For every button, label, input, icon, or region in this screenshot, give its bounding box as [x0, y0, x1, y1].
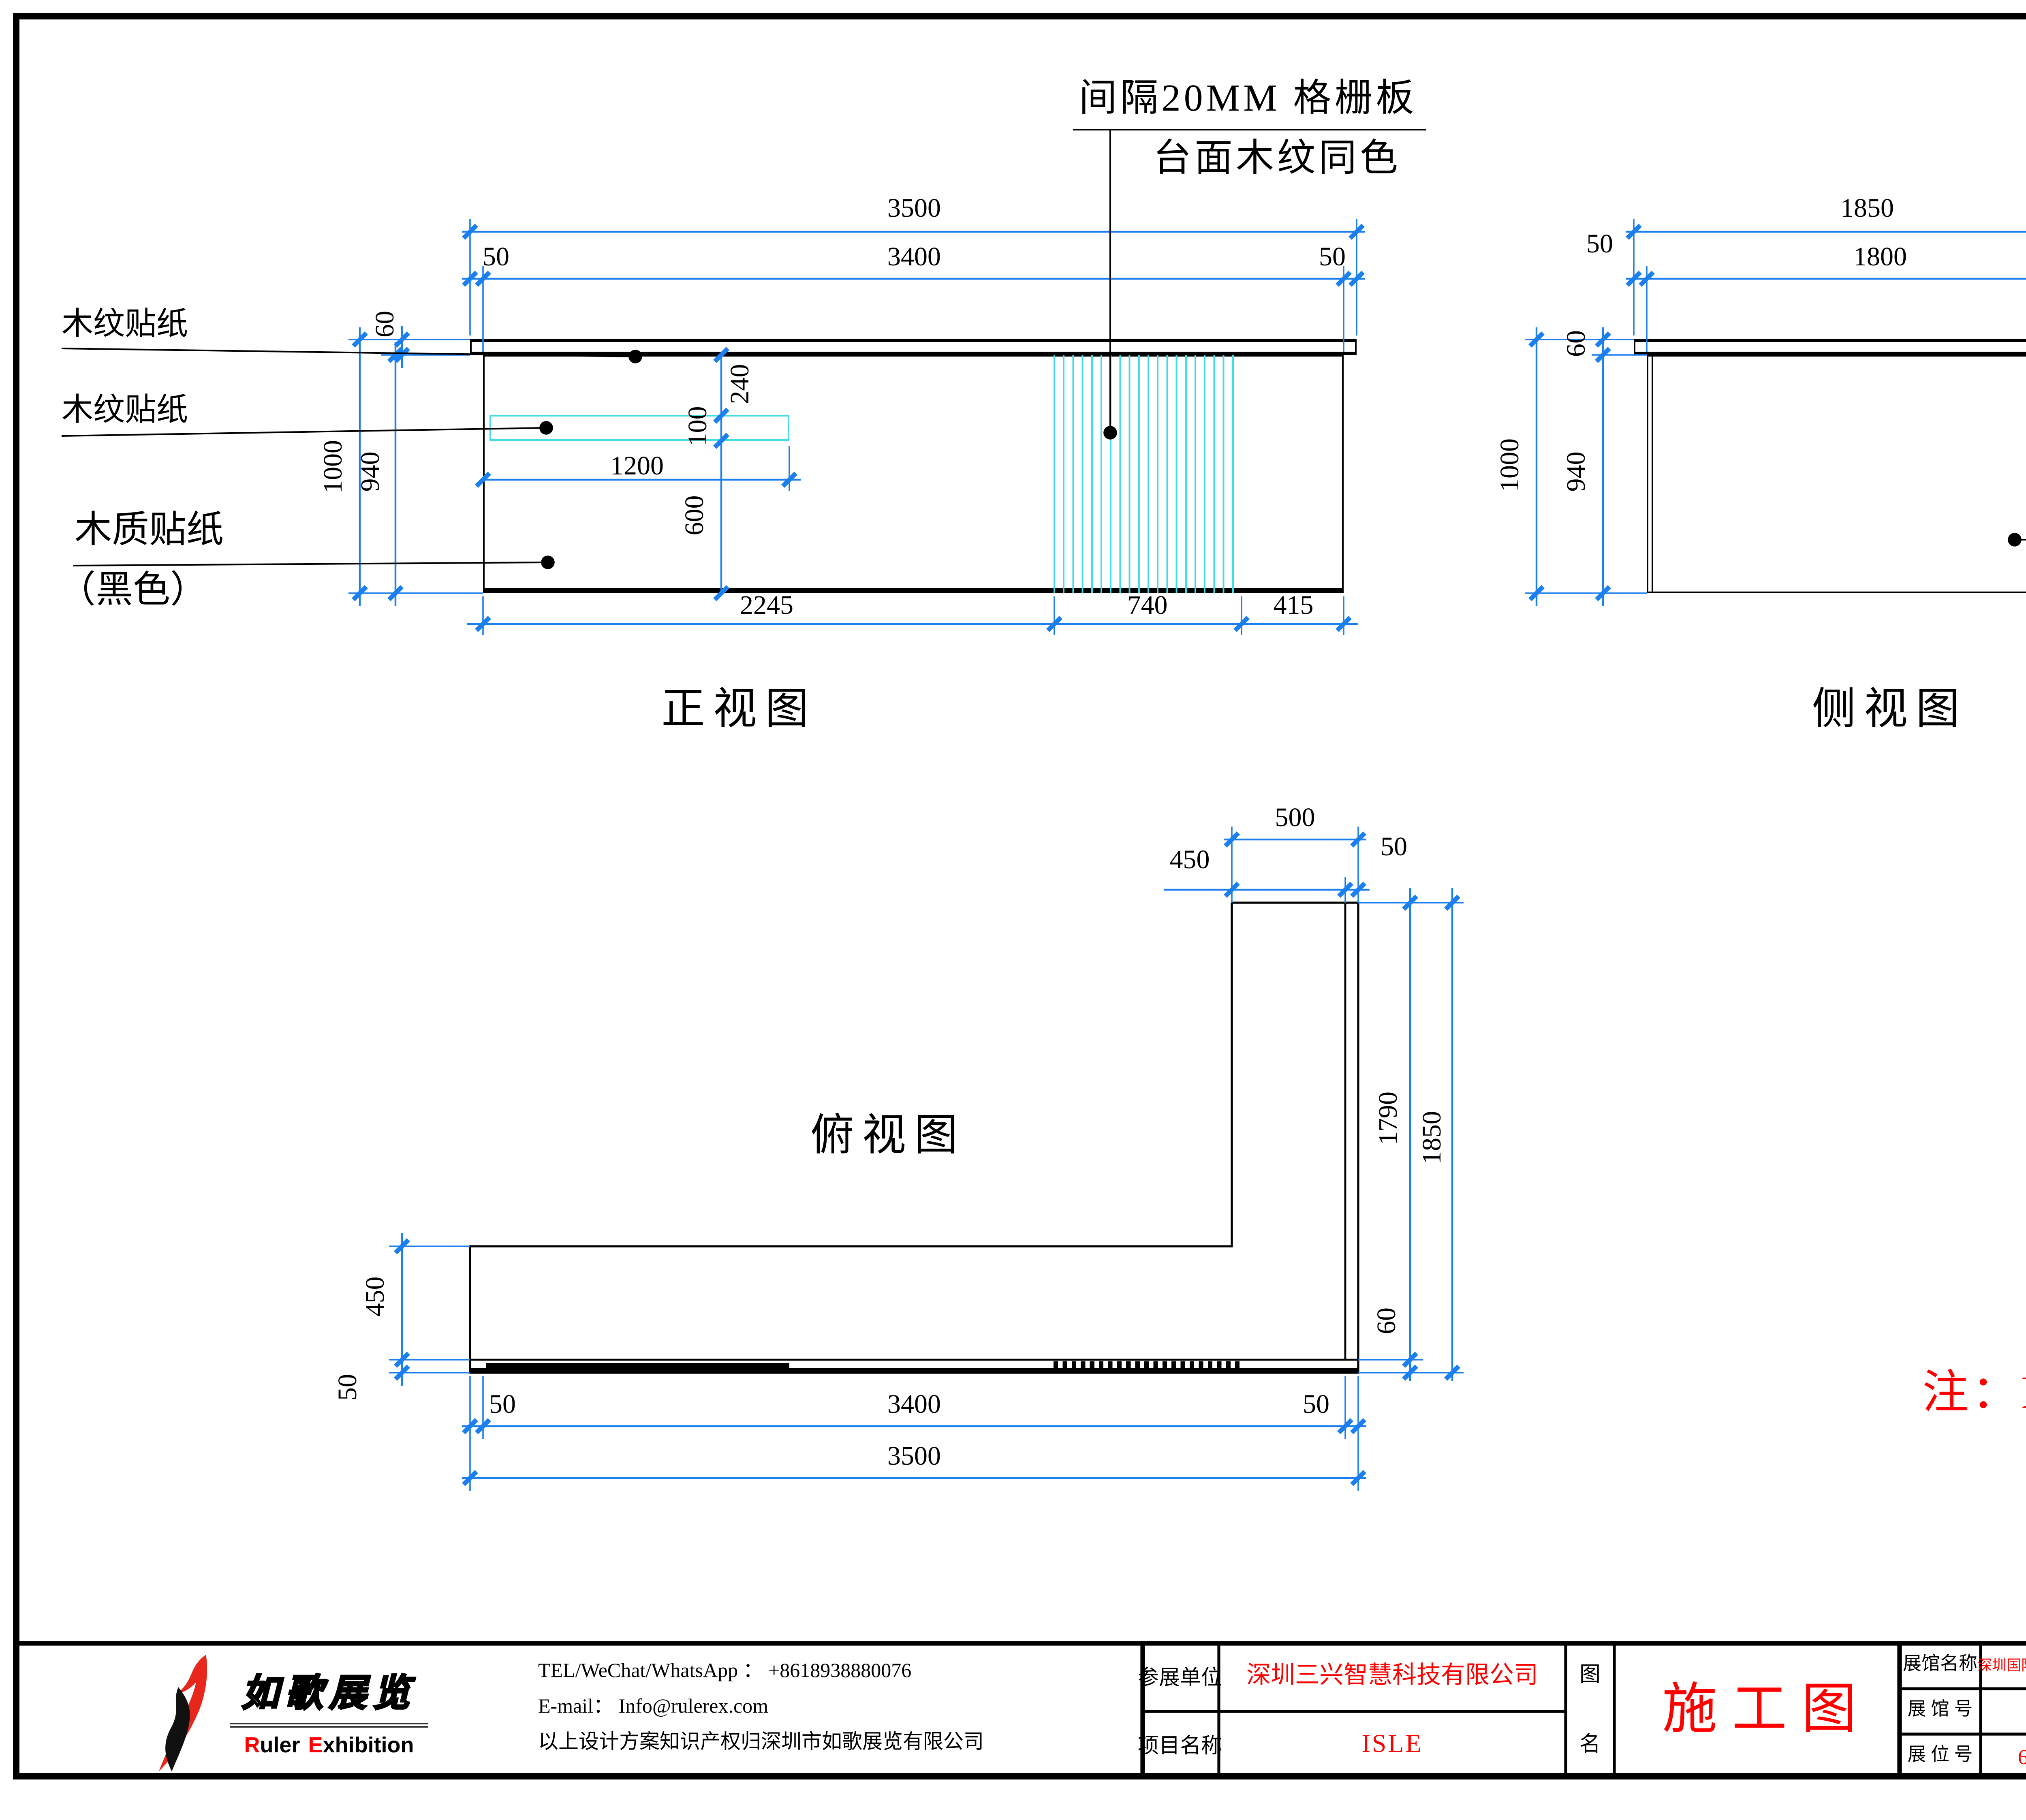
side-view-counter-top: [1634, 339, 2026, 355]
dim-top-front-panel: 50: [332, 1374, 363, 1401]
dim-top-front-depth: 450: [359, 1276, 390, 1317]
dim-front-seg-right: 415: [1273, 590, 1314, 620]
dim-top-total-width: 3500: [887, 1440, 941, 1471]
drawing-name-label-1: 图: [1579, 1662, 1601, 1686]
grille-note-line2: 台面木纹同色: [1153, 138, 1401, 180]
dim-front-strip-width: 1200: [610, 450, 664, 481]
side-view-body: [1647, 355, 2026, 593]
dim-front-slab-thickness: 60: [369, 311, 400, 338]
front-view-grille-panel: [1054, 355, 1242, 593]
dim-front-seg-grille: 740: [1127, 590, 1168, 620]
front-view-counter-top: [470, 339, 1357, 355]
dim-top-side-right: 50: [1303, 1388, 1329, 1419]
dim-top-depth-total: 1850: [1416, 1111, 1447, 1164]
company-logo-cn: 如歌展览: [241, 1673, 417, 1714]
dim-top-depth-inner: 1790: [1372, 1092, 1403, 1145]
front-view-light-strip: [489, 415, 789, 441]
dim-front-below-strip: 600: [679, 495, 710, 536]
dim-front-body-width: 3400: [887, 241, 941, 272]
dim-front-strip-offset: 240: [724, 364, 755, 404]
side-view-body-inner-edge: [1652, 355, 1653, 593]
project-name-value: ISLE: [1361, 1731, 1423, 1758]
dim-front-body-height: 940: [355, 451, 385, 492]
grille-note-line1: 间隔20MM 格栅板: [1079, 78, 1417, 120]
leader-label-wood-sticker-1: 木纹贴纸: [62, 308, 188, 342]
contact-tel: TEL/WeChat/WhatsApp ： +8618938880076: [538, 1659, 912, 1682]
booth-no-label: 展 位 号: [1907, 1746, 1973, 1765]
project-name-label: 项目名称: [1137, 1733, 1222, 1758]
top-view-back-counter-bar: [486, 1363, 789, 1368]
dim-side-body-height: 940: [1560, 451, 1591, 492]
dim-top-back-panel: 60: [1371, 1307, 1402, 1334]
drawing-name-value: 施工图: [1662, 1681, 1871, 1741]
dim-front-side-left: 50: [483, 241, 509, 272]
hall-name-value: 深圳国际会展中心（宝安）: [1977, 1657, 2026, 1673]
leader-label-wood-sticker-2: 木纹贴纸: [62, 394, 188, 428]
sheet-border: [13, 13, 2026, 1779]
view-title-side: 侧视图: [1812, 685, 1968, 733]
view-title-top: 俯视图: [810, 1111, 966, 1160]
note-text: 注：L 下附吧台背面尺寸图: [1922, 1369, 2026, 1419]
view-title-front: 正视图: [661, 685, 817, 733]
dim-top-body-width: 3400: [887, 1388, 941, 1419]
booth-no-value: 6号馆 D15: [2018, 1746, 2026, 1767]
dim-side-body-width: 1800: [1853, 241, 1907, 272]
hall-name-label: 展馆名称: [1903, 1655, 1977, 1675]
dim-side-slab-thickness: 60: [1560, 330, 1591, 357]
top-view-grille-slats: [1054, 1361, 1242, 1369]
leader-label-black-sticker-line2: （黑色）: [58, 570, 207, 610]
dim-top-bar-width: 500: [1275, 802, 1315, 833]
dim-front-total-height: 1000: [317, 440, 348, 493]
dim-top-side-left: 50: [489, 1388, 516, 1419]
dim-side-total-width: 1850: [1840, 192, 1894, 223]
drawing-name-label-2: 名: [1579, 1732, 1601, 1756]
dim-front-side-right: 50: [1319, 241, 1346, 272]
dim-top-bar-inner: 450: [1169, 844, 1210, 875]
dim-front-total-width: 3500: [887, 192, 941, 223]
contact-email: E-mail： Info@rulerex.com: [538, 1695, 769, 1717]
leader-label-black-sticker-line1: 木质贴纸: [75, 510, 224, 550]
logo-divider: [230, 1723, 428, 1728]
exhibitor-value: 深圳三兴智慧科技有限公司: [1246, 1664, 1539, 1690]
dim-side-total-height: 1000: [1494, 438, 1525, 492]
company-logo-icon: [159, 1655, 207, 1771]
contact-copyright: 以上设计方案知识产权归深圳市如歌展览有限公司: [538, 1730, 984, 1753]
dim-side-overhang: 50: [1586, 228, 1613, 259]
dim-front-seg-left: 2245: [740, 590, 793, 620]
dim-front-strip-height: 100: [682, 406, 713, 446]
dim-top-bar-panel: 50: [1381, 831, 1407, 862]
hall-no-label: 展 馆 号: [1907, 1700, 1973, 1720]
exhibitor-label: 参展单位: [1137, 1665, 1222, 1690]
